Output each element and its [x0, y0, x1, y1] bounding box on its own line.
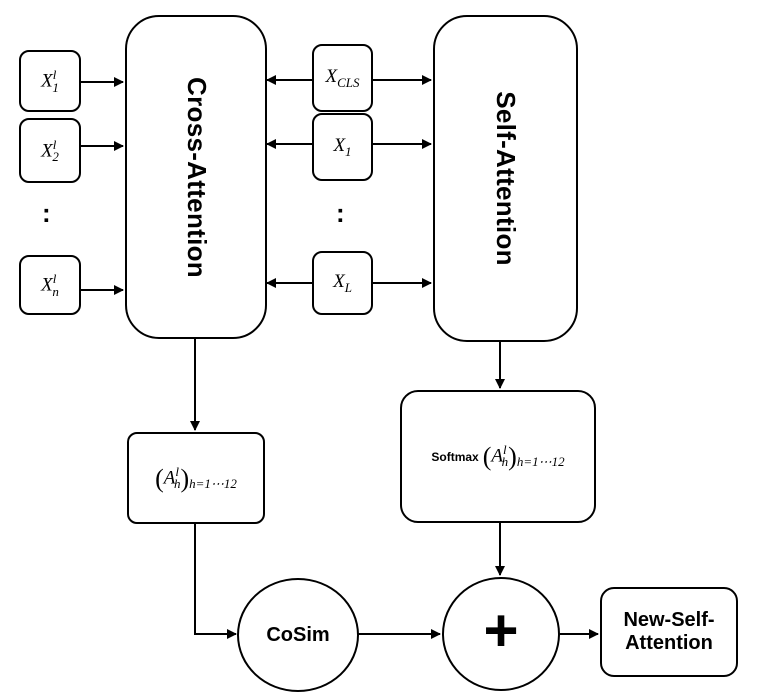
- input-x2-l: Xl2: [19, 118, 81, 183]
- input-x1-l: Xl1: [19, 50, 81, 112]
- cosim-label: CoSim: [266, 623, 330, 646]
- input-x-l: XL: [312, 251, 373, 315]
- cross-attention-block: Cross-Attention: [125, 15, 267, 339]
- input-xn-l: Xln: [19, 255, 81, 315]
- self-attention-label: Self-Attention: [491, 91, 521, 266]
- softmax-label: Softmax: [431, 449, 479, 464]
- attention-maps-box: (Alh)h=1⋯12: [127, 432, 265, 524]
- input-x-1: X1: [312, 113, 373, 181]
- middle-ellipsis: :: [336, 198, 345, 228]
- new-self-attention-line1: New-Self-: [623, 609, 715, 631]
- softmax-box: Softmax (Alh)h=1⋯12: [400, 390, 596, 523]
- input-x-cls: XCLS: [312, 44, 373, 112]
- self-attention-block: Self-Attention: [433, 15, 578, 342]
- new-self-attention-line2: Attention: [625, 632, 713, 654]
- cosim-node: CoSim: [237, 578, 359, 692]
- cross-attention-label: Cross-Attention: [181, 76, 212, 278]
- new-self-attention-box: New-Self- Attention: [600, 587, 738, 677]
- sum-node: +: [442, 577, 560, 691]
- plus-icon: +: [483, 597, 519, 664]
- arrow-attnmaps-to-cosim: [194, 523, 237, 639]
- left-ellipsis: :: [42, 198, 51, 228]
